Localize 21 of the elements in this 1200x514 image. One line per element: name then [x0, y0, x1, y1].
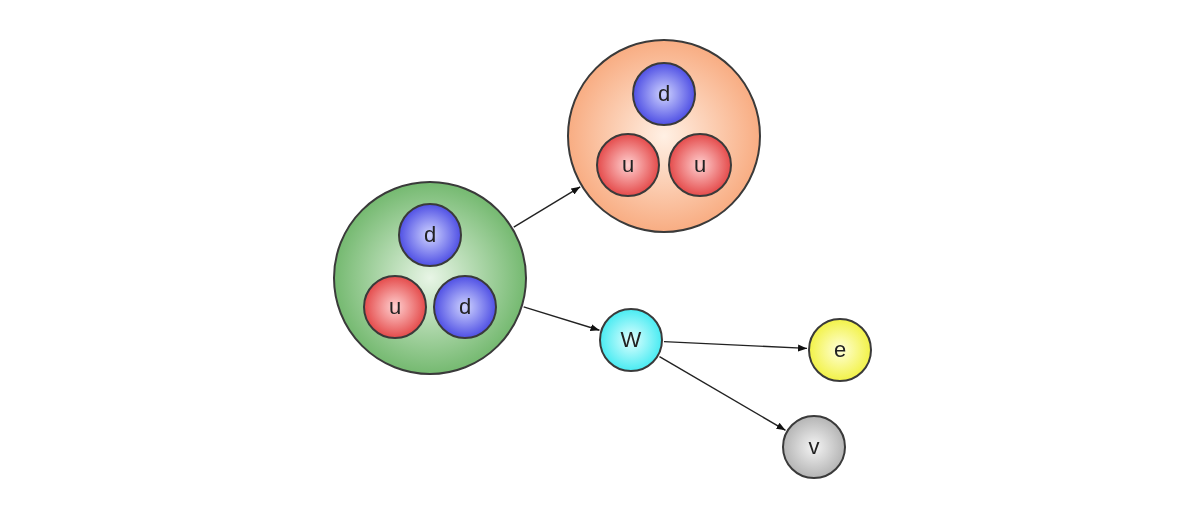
particle-label: d — [458, 296, 472, 318]
quark-circle — [668, 133, 732, 197]
particle-circle — [599, 308, 663, 372]
particle-circle — [782, 415, 846, 479]
particle-label: d — [423, 224, 437, 246]
arrow — [513, 186, 581, 228]
particle-label: W — [620, 329, 642, 351]
quark-circle — [632, 62, 696, 126]
particle-circle — [808, 318, 872, 382]
particle-label: u — [693, 154, 707, 176]
particle-label: v — [808, 436, 820, 458]
particle-label: d — [657, 83, 671, 105]
particle-label: u — [388, 296, 402, 318]
arrow — [658, 355, 787, 432]
particle-label: e — [833, 339, 847, 361]
arrow — [663, 340, 808, 352]
arrow — [522, 306, 601, 332]
quark-circle — [596, 133, 660, 197]
particle-label: u — [621, 154, 635, 176]
quark-circle — [433, 275, 497, 339]
quark-circle — [398, 203, 462, 267]
